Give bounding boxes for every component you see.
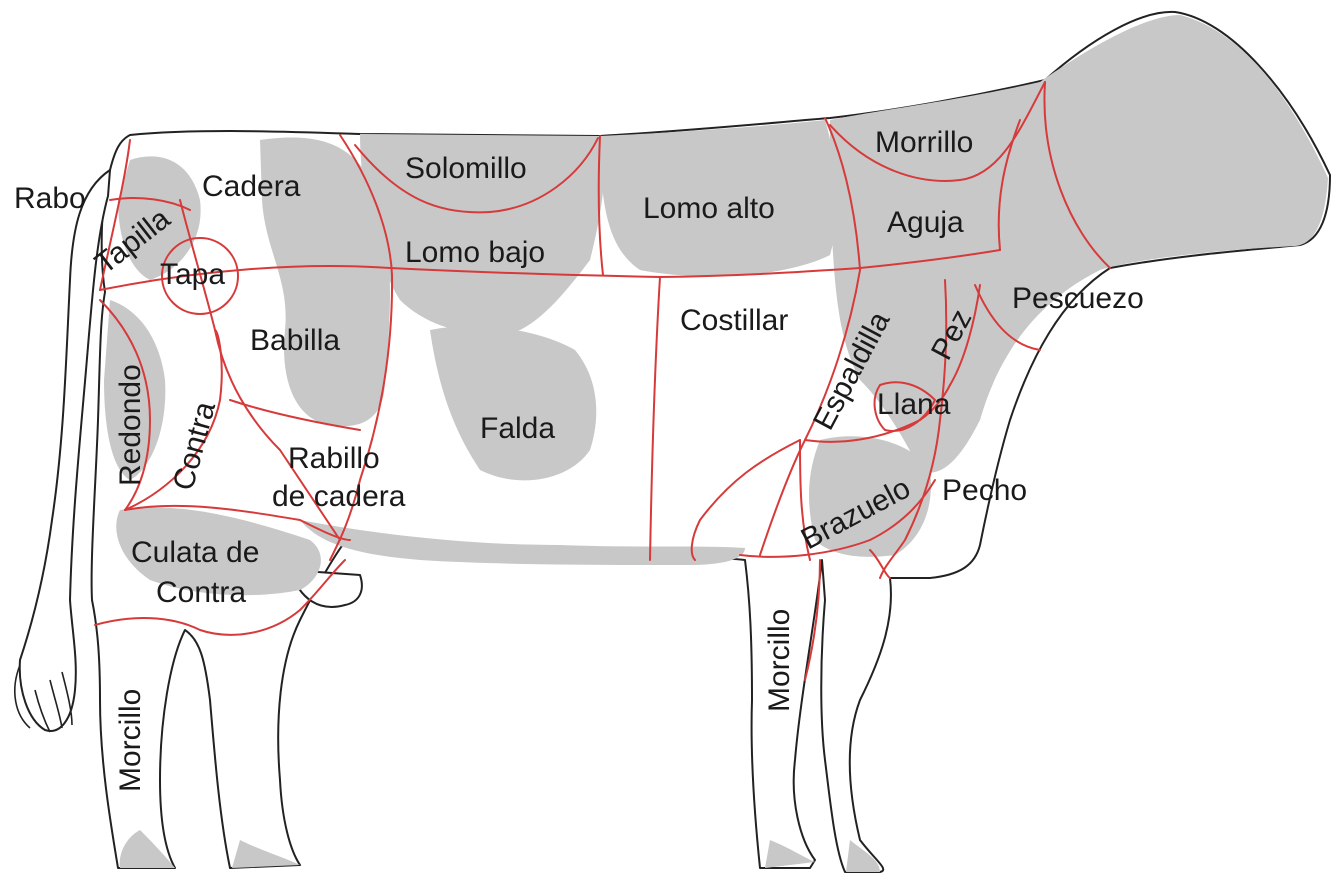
coat-patches <box>104 15 1328 872</box>
label-morcillo-rear: Morcillo <box>114 689 147 792</box>
label-aguja: Aguja <box>887 206 964 239</box>
tail-tuft <box>14 664 73 733</box>
label-pecho: Pecho <box>942 474 1027 507</box>
label-rabillo-line2: de cadera <box>272 480 406 513</box>
label-morrillo-top: Morrillo <box>875 126 973 159</box>
label-solomillo: Solomillo <box>405 152 527 185</box>
label-falda: Falda <box>480 412 555 445</box>
label-rabillo-line1: Rabillo <box>288 442 380 475</box>
label-lomo-alto: Lomo alto <box>643 192 775 225</box>
label-lomo-bajo: Lomo bajo <box>405 236 545 269</box>
cow-tail <box>18 169 111 732</box>
cut-lines <box>94 81 1111 681</box>
label-cadera: Cadera <box>202 170 301 203</box>
label-culata-line2: Contra <box>156 576 246 609</box>
label-pescuezo: Pescuezo <box>1012 282 1144 315</box>
label-costillar: Costillar <box>680 304 788 337</box>
label-tapa: Tapa <box>160 258 225 291</box>
label-babilla: Babilla <box>250 324 340 357</box>
label-llana: Llana <box>877 388 951 421</box>
label-rabo: Rabo <box>14 182 86 215</box>
label-culata-line1: Culata de <box>131 536 259 569</box>
label-morcillo-front: Morcillo <box>763 609 796 712</box>
label-redondo: Redondo <box>114 364 147 486</box>
